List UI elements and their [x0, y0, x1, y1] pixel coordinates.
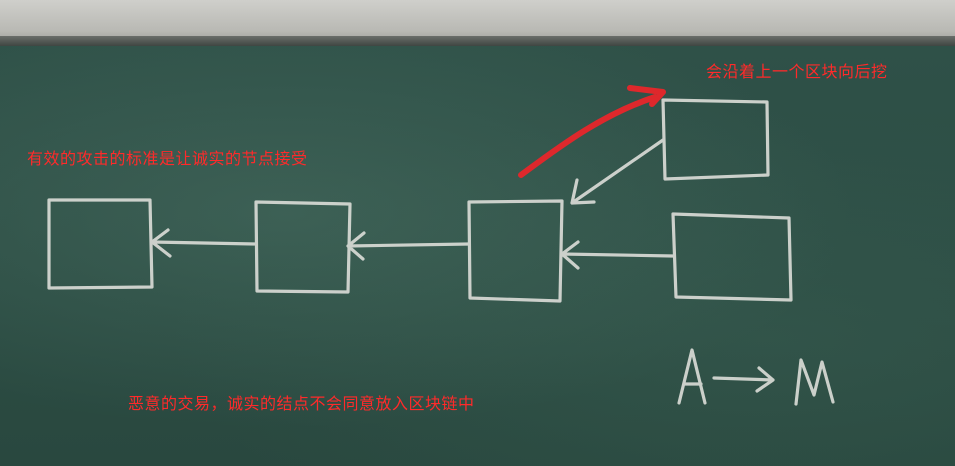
chalk-letter-a	[677, 348, 707, 405]
annotation-malicious-transaction: 恶意的交易，诚实的结点不会同意放入区块链中	[128, 394, 475, 413]
annotation-attack-criterion: 有效的攻击的标准是让诚实的节点接受	[27, 149, 308, 168]
chalk-block-2	[254, 200, 352, 294]
chalk-block-1	[47, 198, 154, 290]
chalk-block-4	[671, 212, 793, 302]
chalk-small-arrow	[712, 366, 775, 393]
chalk-block-5	[661, 98, 770, 181]
chalk-block-3	[467, 199, 564, 303]
red-marker-stroke	[518, 85, 666, 178]
annotation-fork-mining: 会沿着上一个区块向后挖	[706, 62, 888, 81]
chalk-arrow-5-to-3	[570, 138, 665, 205]
chalk-arrow-3-to-2	[346, 231, 471, 261]
chalk-arrow-2-to-1	[150, 228, 258, 258]
chalk-arrow-4-to-3	[560, 240, 675, 270]
chalk-letter-m	[794, 358, 835, 406]
chalkboard-frame	[0, 36, 955, 46]
